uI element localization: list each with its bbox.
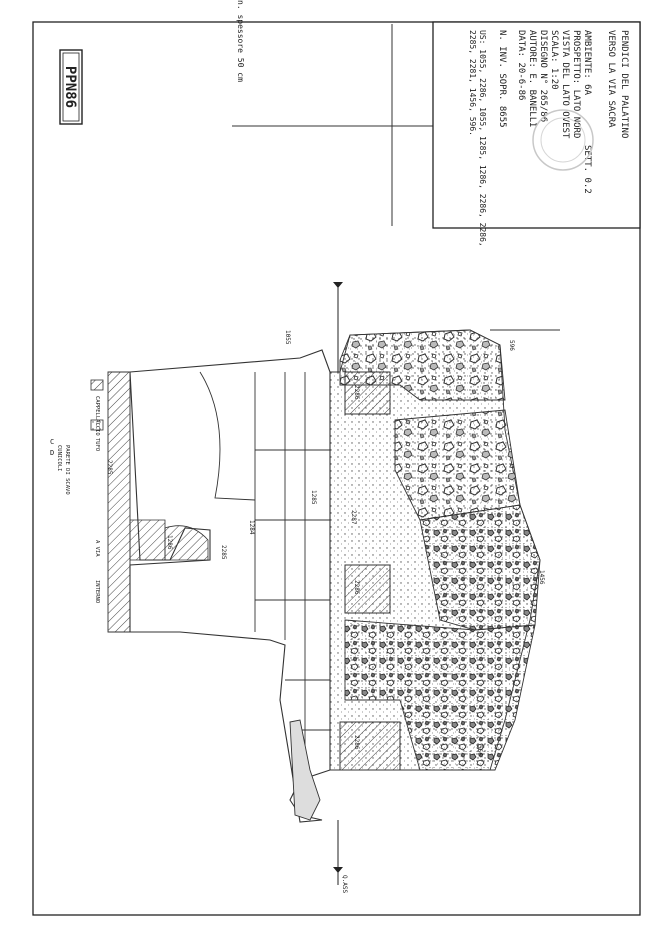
us-2286-block-b <box>344 564 391 614</box>
datum-arrow-upper <box>333 282 343 288</box>
label-us-2286-a: 2286 <box>353 385 360 400</box>
title-inventario: N. INV. SOPR. 8655 <box>497 30 507 128</box>
section-profile <box>107 282 560 885</box>
label-us-2285-a: 2285 <box>106 460 113 475</box>
legend-swatch-cappellaccio <box>90 379 104 391</box>
rubble-fill-lower <box>344 619 536 771</box>
label-us-2285-b: 2285 <box>220 545 227 560</box>
sheet-code-box: PPN86 <box>59 49 83 125</box>
label-us-1456: 1456 <box>538 570 545 585</box>
label-us-1055: 1055 <box>284 330 291 345</box>
legend-text-tufo: TUFO <box>94 438 100 451</box>
label-elevation-bottom: Q.ASS <box>341 875 348 893</box>
drawing-labels: 1055 596 2286 2286 2286 2285 1286 1284 2… <box>106 330 545 893</box>
label-us-2287: 2287 <box>350 510 357 525</box>
soprintendenza-stamp <box>532 109 594 171</box>
title-ambiente: AMBIENTE: 6A <box>582 30 592 96</box>
sheet-code: PPN86 <box>62 66 78 108</box>
legend-text-parete: PARETE DI SCAVO <box>64 445 70 495</box>
title-settore: SETT. 0.2 <box>582 145 592 194</box>
label-us-1284: 1284 <box>248 520 255 535</box>
cappellaccio-left <box>107 371 131 633</box>
rubble-fill-dense <box>419 504 541 631</box>
label-us-2286-c: 2286 <box>353 735 360 750</box>
label-us-1286: 1286 <box>166 535 173 550</box>
title-line-2: VERSO LA VIA SACRA <box>606 30 616 128</box>
legend-swatch-tufo <box>90 419 104 431</box>
us-2286-block-c <box>339 721 401 771</box>
label-us-596: 596 <box>508 340 515 351</box>
title-data: DATA: 20-6-86 <box>516 30 526 100</box>
legend-text-cappellaccio: CAPPELLACCIO <box>94 396 100 436</box>
legend-abbr-d: D <box>50 449 54 457</box>
margin-note: n. spessore 50 cm <box>236 0 245 82</box>
rubble-fill-middle <box>394 409 521 521</box>
title-prospetto: PROSPETTO: LATO NORD <box>571 30 581 138</box>
us-1055-wedge <box>289 719 321 821</box>
label-us-1285: 1285 <box>310 490 317 505</box>
title-scala: SCALA: 1:20 <box>549 30 559 90</box>
cappellaccio-notch <box>129 519 166 561</box>
datum-arrow-lower <box>333 867 343 873</box>
title-block: PENDICI DEL PALATINO VERSO LA VIA SACRA … <box>432 21 641 247</box>
title-disegno: DISEGNO N° 265/86 <box>538 30 548 122</box>
legend-side-a-via: A VIA <box>94 540 100 557</box>
legend-side-interno: INTERNO <box>94 580 100 603</box>
title-line-1: PENDICI DEL PALATINO <box>619 30 629 138</box>
label-us-556: 556 <box>476 745 483 756</box>
legend-abbr-c: C <box>50 438 54 446</box>
legend: C D <box>50 379 104 457</box>
label-us-2286-b: 2286 <box>353 580 360 595</box>
title-us-list-2: 2285, 2281, 1456, 596. <box>468 30 477 136</box>
cappellaccio-arch <box>164 525 209 561</box>
legend-labels: CAPPELLACCIO TUFO CUNICOLI PARETE DI SCA… <box>56 396 100 603</box>
title-us-list-1: US: 1055, 2286, 1055, 1285, 1286, 2286, … <box>478 30 487 247</box>
legend-text-cunicoli: CUNICOLI <box>56 445 62 472</box>
title-autore: AUTORE: E. BANELLI <box>527 30 537 128</box>
title-vista: VISTA DEL LATO OVEST <box>560 30 570 139</box>
us-2286-block-a <box>344 371 391 415</box>
